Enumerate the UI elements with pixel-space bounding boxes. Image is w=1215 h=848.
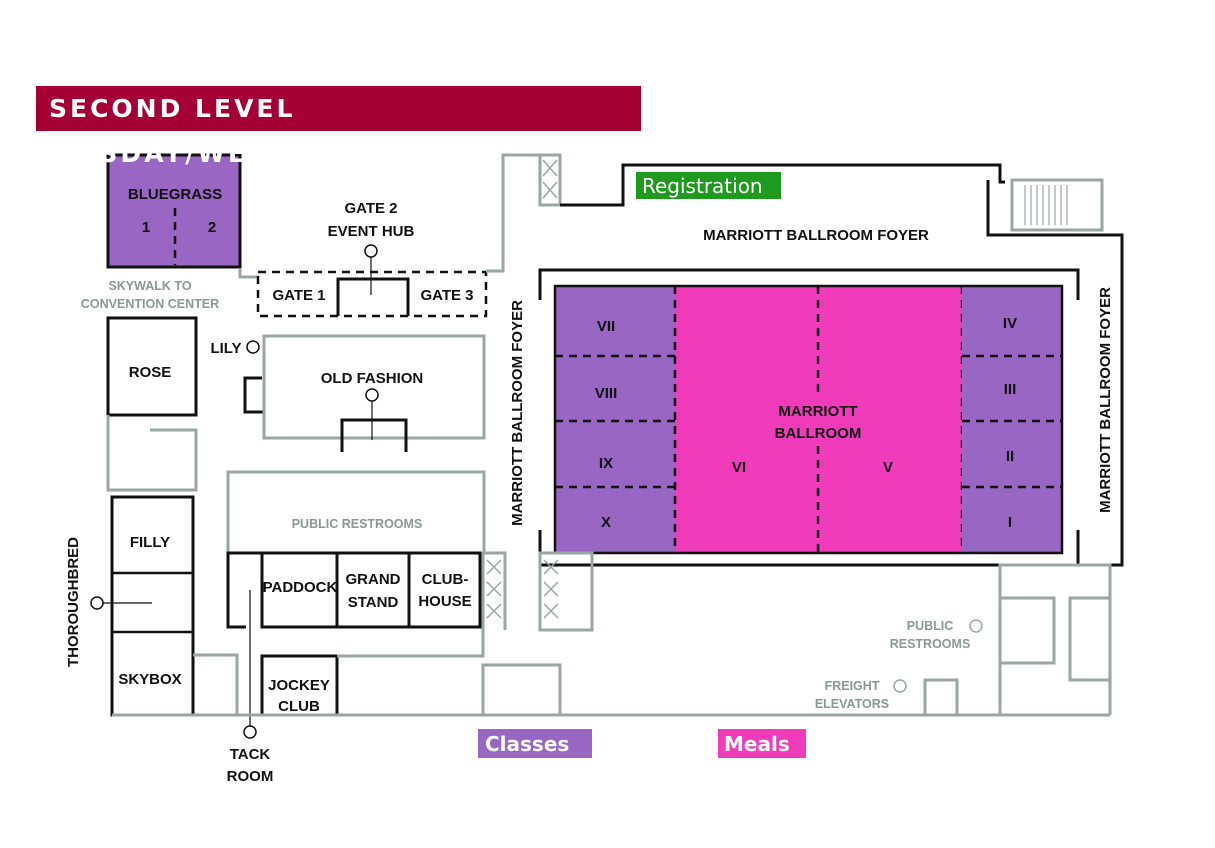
- location-pin-icon: [243, 725, 257, 739]
- tack-room-label: TACK: [230, 746, 271, 763]
- room-ix-label: IX: [599, 455, 613, 472]
- room-iv-label: IV: [1003, 315, 1017, 332]
- room-iii-label: III: [1004, 381, 1017, 398]
- room-v-label: V: [883, 459, 893, 476]
- registration-badge: [636, 172, 781, 199]
- bluegrass-label: BLUEGRASS: [128, 186, 222, 203]
- room-viii-label: VIII: [595, 385, 618, 402]
- room-ii-label: II: [1006, 448, 1014, 465]
- lily-label: LILY: [210, 340, 241, 357]
- room-paddock[interactable]: PADDOCK: [263, 579, 338, 596]
- gate1-label: GATE 1: [272, 287, 325, 304]
- freight-elevators-label: FREIGHT: [825, 679, 880, 693]
- ballroom-meals[interactable]: MARRIOTT BALLROOM VI V: [673, 286, 964, 553]
- location-pin-icon: [969, 619, 983, 633]
- ballroom-label: MARRIOTT: [778, 403, 857, 420]
- public-restrooms-label: PUBLIC RESTROOMS: [292, 517, 423, 531]
- tack-room-label: ROOM: [227, 768, 274, 785]
- room-rose[interactable]: ROSE: [106, 316, 198, 417]
- jockey-club-label: CLUB: [278, 698, 320, 715]
- public-restrooms-left: PUBLIC RESTROOMS: [226, 470, 486, 553]
- location-pin-icon: [246, 340, 260, 354]
- room-i-label: I: [1008, 514, 1012, 531]
- room-bluegrass[interactable]: BLUEGRASS 1 2: [106, 153, 242, 269]
- legend-meals-label: Meals: [724, 732, 790, 756]
- ballroom-classes-right[interactable]: IV III II I: [962, 286, 1062, 553]
- room-old-fashion[interactable]: OLD FASHION: [262, 334, 486, 452]
- legend-classes-label: Classes: [485, 732, 569, 756]
- room-vi-label: VI: [732, 459, 746, 476]
- bluegrass-2-label: 2: [208, 219, 216, 236]
- room-grand-stand[interactable]: STAND: [348, 594, 399, 611]
- stairs-icon: [1010, 178, 1104, 232]
- jockey-club-label: JOCKEY: [268, 677, 330, 694]
- gate2-label: GATE 2: [344, 200, 397, 217]
- public-restrooms-right: PUBLIC: [907, 619, 954, 633]
- skybox-label: SKYBOX: [118, 671, 181, 688]
- page-title: SECOND LEVEL TUESDAY/WEDNESDAY: [36, 86, 641, 168]
- elevator-icon: [538, 153, 562, 207]
- elevator-icon: [538, 551, 594, 632]
- skywalk-label: CONVENTION CENTER: [81, 297, 219, 311]
- gate2-label: EVENT HUB: [328, 223, 415, 240]
- foyer-label: MARRIOTT BALLROOM FOYER: [703, 227, 929, 244]
- legend-meals: Meals: [718, 729, 806, 758]
- rose-label: ROSE: [129, 364, 172, 381]
- room-vii-label: VII: [597, 318, 615, 335]
- public-restrooms-right: RESTROOMS: [890, 637, 971, 651]
- room-gates[interactable]: GATE 1 GATE 3: [256, 270, 488, 318]
- ballroom-classes-left[interactable]: VII VIII IX X: [555, 286, 675, 553]
- ballroom-label: BALLROOM: [775, 425, 862, 442]
- skywalk-label: SKYWALK TO: [108, 279, 191, 293]
- gate3-label: GATE 3: [420, 287, 473, 304]
- room-thoroughbred[interactable]: FILLY SKYBOX: [110, 495, 195, 717]
- freight-elevators-label: ELEVATORS: [815, 697, 889, 711]
- foyer-label-left: MARRIOTT BALLROOM FOYER: [509, 300, 526, 526]
- room-jockey-club[interactable]: JOCKEY CLUB: [260, 654, 339, 717]
- location-pin-icon: [893, 679, 907, 693]
- stairs-icon: [481, 663, 562, 717]
- room-clubhouse[interactable]: CLUB-: [422, 571, 469, 588]
- room-x-label: X: [601, 514, 611, 531]
- thoroughbred-label: THOROUGHBRED: [65, 537, 82, 667]
- room-grand-stand[interactable]: GRAND: [346, 571, 401, 588]
- location-pin-icon: [364, 244, 378, 258]
- legend-classes: Classes: [478, 729, 592, 758]
- location-pin-icon: [90, 596, 104, 610]
- old-fashion-label: OLD FASHION: [321, 370, 424, 387]
- registration-label: Registration: [642, 174, 763, 198]
- foyer-label-right: MARRIOTT BALLROOM FOYER: [1097, 287, 1114, 513]
- filly-label: FILLY: [130, 534, 170, 551]
- bluegrass-1-label: 1: [142, 219, 150, 236]
- room-clubhouse[interactable]: HOUSE: [418, 593, 471, 610]
